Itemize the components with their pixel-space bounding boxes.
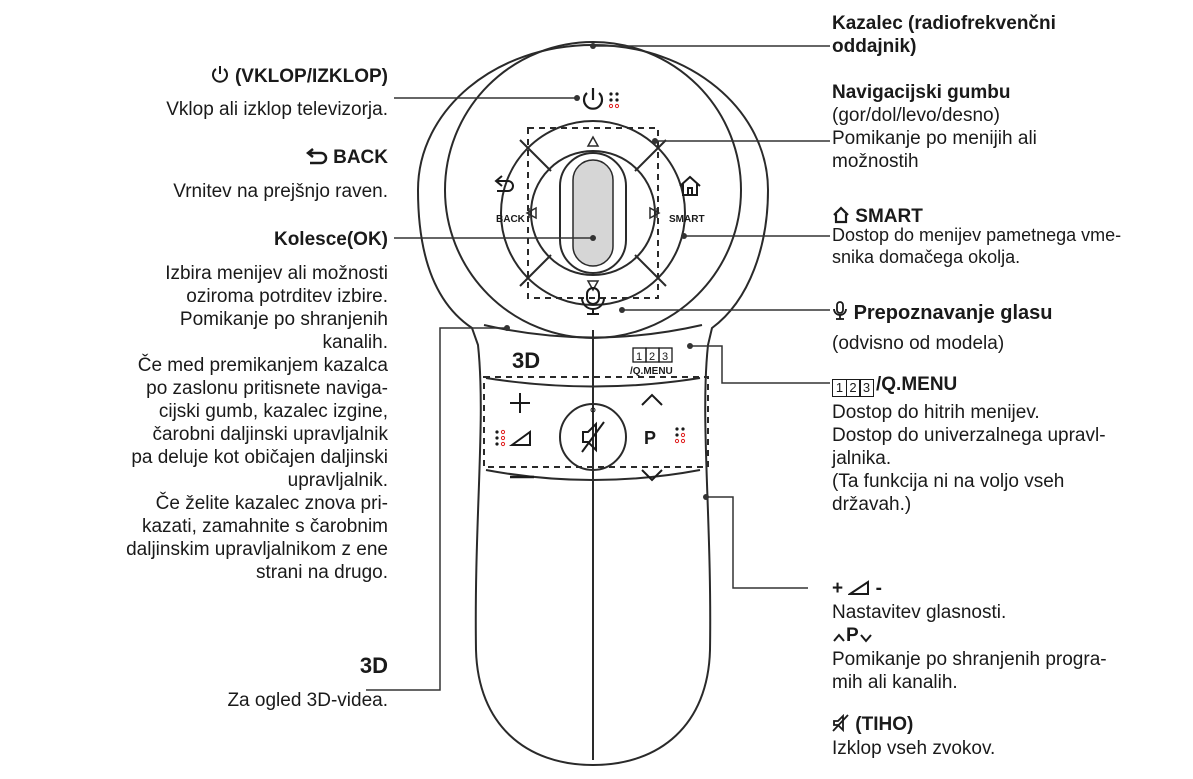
back-arrow-icon <box>305 148 328 165</box>
threed-title: 3D <box>359 653 388 678</box>
volume-icon <box>508 430 531 446</box>
qmenu-desc-line: Dostop do univerzalnega upravl- <box>832 425 1106 446</box>
voice-desc: (odvisno od modela) <box>832 333 1005 354</box>
wheel-desc-line: po zaslonu pritisnete naviga- <box>146 378 388 399</box>
wheel-desc-line: kanalih. <box>322 332 389 353</box>
back-desc: Vrnitev na prejšnjo raven. <box>173 181 388 202</box>
back-title: BACK <box>305 146 388 169</box>
smart-desc-line: Dostop do menijev pametnega vme- <box>832 225 1122 245</box>
power-desc: Vklop ali izklop televizorja. <box>166 99 388 120</box>
qmenu-button[interactable]: 1 2 3 /Q.MENU <box>630 347 673 377</box>
wheel-desc-line: Izbira menijev ali možnosti <box>165 263 388 284</box>
wheel-desc-line: cijski gumb, kazalec izgine, <box>158 401 388 422</box>
volume-plus-icon[interactable] <box>510 393 530 413</box>
nav-desc-line: možnostih <box>832 151 919 172</box>
qmenu-desc: Dostop do hitrih menijev.Dostop do unive… <box>832 401 1106 516</box>
volume-title: + - <box>832 578 882 599</box>
wheel <box>559 152 627 274</box>
chevron-up-icon <box>833 633 845 642</box>
mute-title: (TIHO) <box>832 713 913 736</box>
nav-desc-line: (gor/dol/levo/desno) <box>832 105 1000 126</box>
microphone-icon[interactable] <box>581 287 605 315</box>
wheel-desc-line: Če med premikanjem kazalca <box>137 355 388 376</box>
back-icon[interactable] <box>494 175 514 192</box>
svg-text:3: 3 <box>662 351 668 363</box>
chevron-down-icon <box>859 634 872 643</box>
home-icon <box>833 206 849 224</box>
remote-body <box>416 43 770 767</box>
wheel-desc-line: upravljalnik. <box>287 470 388 491</box>
wheel-desc-line: pa deluje kot običajen daljinski <box>131 447 388 468</box>
wheel-desc-line: oziroma potrditev izbire. <box>186 286 388 307</box>
svg-text:2: 2 <box>649 351 655 363</box>
program-title: P <box>832 624 873 647</box>
leader-lines <box>366 45 830 691</box>
back-label: BACK <box>496 214 526 225</box>
smart-desc: Dostop do menijev pametnega vme-snika do… <box>832 224 1121 268</box>
program-desc: Pomikanje po shranjenih progra-mih ali k… <box>832 648 1107 694</box>
svg-text:1: 1 <box>636 351 642 363</box>
program-label: P <box>644 428 656 448</box>
pointer-title-line: oddajnik) <box>832 36 917 57</box>
power-title: (VKLOP/IZKLOP) <box>210 64 388 88</box>
program-down-icon[interactable] <box>641 469 663 482</box>
mute-desc: Izklop vseh zvokov. <box>832 738 996 759</box>
pointer-title-line: Kazalec (radiofrekvenčni <box>832 13 1056 34</box>
nav-title: Navigacijski gumbu <box>832 82 1011 103</box>
qmenu-desc-line: (Ta funkcija ni na voljo vseh <box>832 471 1065 492</box>
mute-icon <box>832 714 849 732</box>
nav-desc-line: Pomikanje po menijih ali <box>832 128 1037 149</box>
smart-title: SMART <box>832 205 923 228</box>
smart-label: SMART <box>669 214 705 225</box>
nav-desc: (gor/dol/levo/desno)Pomikanje po menijih… <box>832 104 1037 173</box>
threed-desc: Za ogled 3D-videa. <box>227 690 388 711</box>
qmenu-desc-line: Dostop do hitrih menijev. <box>832 402 1040 423</box>
program-desc-line: mih ali kanalih. <box>832 672 958 693</box>
wheel-desc-line: kazati, zamahnite s čarobnim <box>141 516 388 537</box>
smart-desc-line: snika domačega okolja. <box>832 247 1021 267</box>
volume-icon <box>848 580 870 595</box>
voice-title: Prepoznavanje glasu <box>832 301 1053 325</box>
program-up-icon[interactable] <box>641 393 663 406</box>
power-icon[interactable] <box>582 88 604 110</box>
wheel-desc-line: strani na drugo. <box>255 562 388 583</box>
svg-text:/Q.MENU: /Q.MENU <box>630 366 673 377</box>
qmenu-desc-line: jalnika. <box>832 448 892 469</box>
wheel-desc-line: Pomikanje po shranjenih <box>179 309 388 330</box>
wheel-desc-line: daljinskim upravljalnikom z ene <box>126 539 388 560</box>
wheel-ring <box>530 150 656 276</box>
wheel-desc-line: Če želite kazalec znova pri- <box>155 493 388 514</box>
volume-desc: Nastavitev glasnosti. <box>832 602 1007 623</box>
wheel-desc-line: čarobni daljinski upravljalnik <box>152 424 388 445</box>
mute-icon[interactable] <box>581 421 605 453</box>
program-desc-line: Pomikanje po shranjenih progra- <box>832 649 1107 670</box>
wheel-title: Kolesce(OK) <box>273 229 388 250</box>
power-icon <box>211 66 228 83</box>
qmenu-desc-line: državah.) <box>832 494 912 515</box>
threed-button-label[interactable]: 3D <box>512 348 540 373</box>
home-icon[interactable] <box>679 175 701 196</box>
microphone-icon <box>833 301 847 320</box>
